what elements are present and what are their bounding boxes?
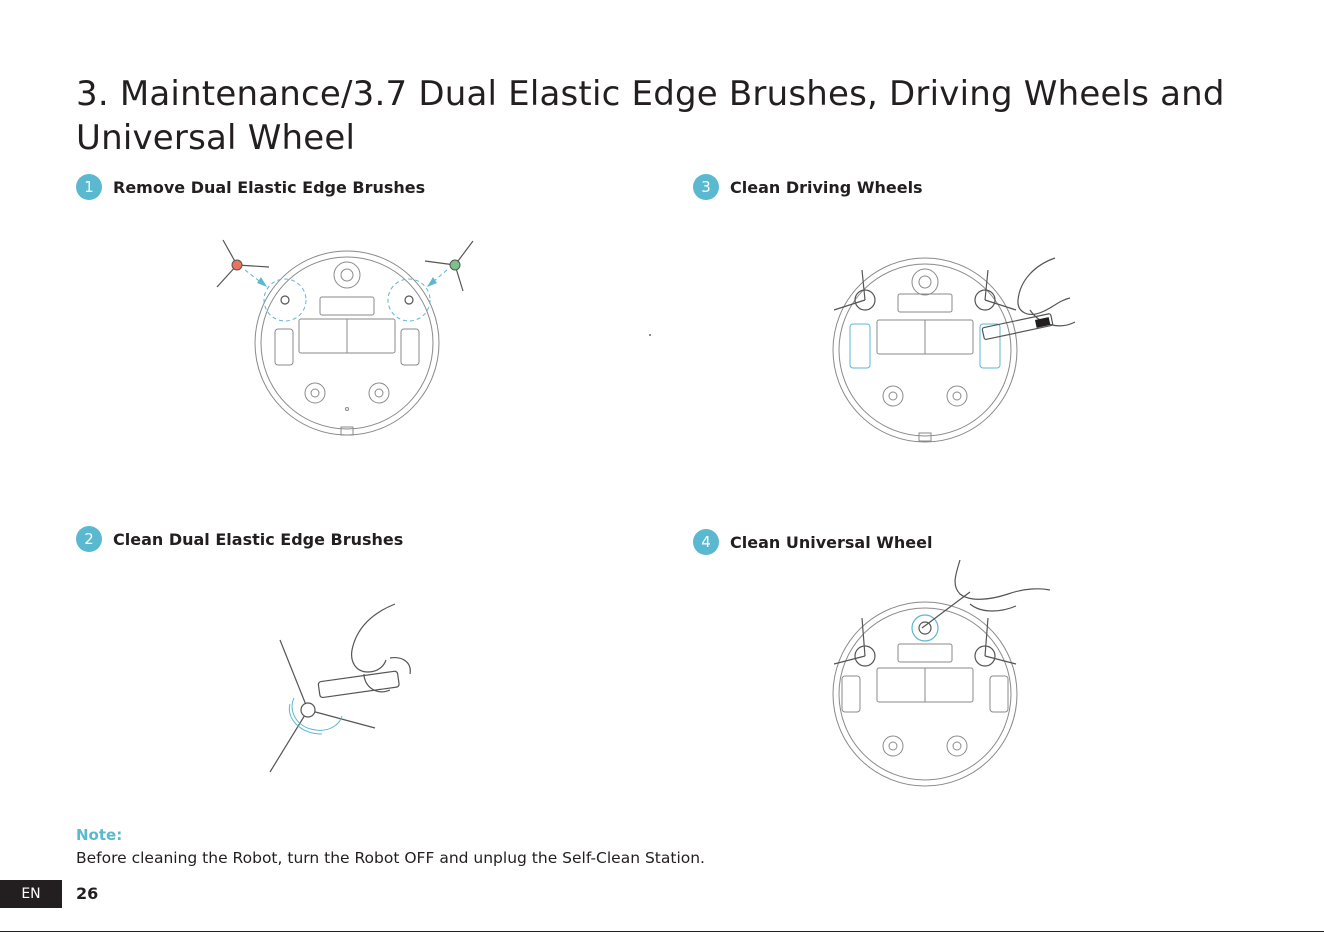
page-title: 3. Maintenance/3.7 Dual Elastic Edge Bru… — [76, 72, 1226, 160]
robot-bottom-clean-wheels-illustration — [820, 240, 1090, 450]
step-1-title: Remove Dual Elastic Edge Brushes — [113, 178, 425, 197]
page-number: 26 — [76, 884, 98, 903]
robot-bottom-clean-universal-wheel-illustration — [820, 556, 1060, 796]
step-1-heading: 1 Remove Dual Elastic Edge Brushes — [76, 174, 425, 200]
step-4-title: Clean Universal Wheel — [730, 533, 932, 552]
bottom-rule — [0, 931, 1324, 932]
edge-brush-cleaning-illustration — [260, 600, 430, 780]
robot-bottom-remove-brushes-illustration — [205, 225, 495, 450]
step-3-number: 3 — [693, 174, 719, 200]
note-text: Before cleaning the Robot, turn the Robo… — [76, 849, 705, 867]
step-2-title: Clean Dual Elastic Edge Brushes — [113, 530, 403, 549]
step-4-number: 4 — [693, 529, 719, 555]
step-1-number: 1 — [76, 174, 102, 200]
step-2-number: 2 — [76, 526, 102, 552]
step-3-heading: 3 Clean Driving Wheels — [693, 174, 923, 200]
step-4-heading: 4 Clean Universal Wheel — [693, 529, 932, 555]
step-2-heading: 2 Clean Dual Elastic Edge Brushes — [76, 526, 403, 552]
stray-dot — [649, 334, 651, 336]
step-3-title: Clean Driving Wheels — [730, 178, 923, 197]
language-badge: EN — [0, 880, 62, 908]
note-label: Note: — [76, 826, 122, 844]
